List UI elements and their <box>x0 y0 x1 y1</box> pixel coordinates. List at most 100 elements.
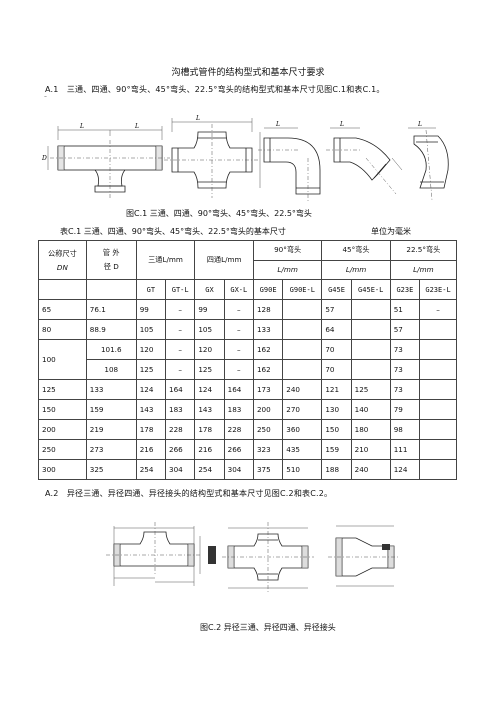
table-cell: 173 <box>252 379 284 400</box>
table-cell: 300 <box>38 459 87 480</box>
table-cell <box>419 339 457 360</box>
cross-label-l: L <box>195 115 200 122</box>
section-a2-paragraph: A.2 异径三通、异径四通、异径接头的结构型式和基本尺寸见图C.2和表C.2。 <box>45 488 332 499</box>
table-cell: 79 <box>389 399 421 420</box>
table-header-row-2: L/mm L/mm L/mm <box>39 259 458 280</box>
table-cell: 325 <box>85 459 137 480</box>
table-cell: 73 <box>389 359 421 380</box>
table-cell: 120 <box>135 339 167 360</box>
table-cell: 250 <box>38 439 87 460</box>
table-cell: 159 <box>85 399 137 420</box>
table-cell: 121 <box>321 379 352 400</box>
table-cell <box>419 439 457 460</box>
reducing-tee-drawing <box>106 522 216 586</box>
table-cell <box>350 339 391 360</box>
table-cell: 105 <box>194 319 225 340</box>
subheader-cell: G45E <box>321 279 352 300</box>
table-cell: – <box>165 359 196 380</box>
table-cell: 105 <box>135 319 167 340</box>
header-e90-line1: 90°弯头 <box>252 240 323 261</box>
table-cell: 164 <box>165 379 196 400</box>
table-c1-unit-note: 单位为毫米 <box>371 227 411 236</box>
table-c1-caption: 表C.1 三通、四通、90°弯头、45°弯头、22.5°弯头的基本尺寸 <box>60 227 286 236</box>
table-cell: 108 <box>85 359 137 380</box>
table-cell: 273 <box>85 439 137 460</box>
table-cell: 254 <box>135 459 167 480</box>
table-cell: 228 <box>223 419 254 440</box>
table-cell: 304 <box>223 459 254 480</box>
section-a2-text: 异径三通、异径四通、异径接头的结构型式和基本尺寸见图C.2和表C.2。 <box>66 489 333 498</box>
table-cell: 228 <box>165 419 196 440</box>
table-cell: 98 <box>389 419 421 440</box>
table-cell <box>282 319 323 340</box>
table-cell: 99 <box>194 299 225 320</box>
table-cell: 200 <box>252 399 284 420</box>
e225-label-l: L <box>417 121 422 128</box>
table-cell: 270 <box>282 399 323 420</box>
table-cell: 133 <box>252 319 284 340</box>
section-a1-number: A.1 <box>45 85 59 94</box>
table-cell: 140 <box>350 399 391 420</box>
tee-label-l2: L <box>134 123 139 130</box>
table-cell: 254 <box>194 459 225 480</box>
table-cell: 125 <box>135 359 167 380</box>
table-cell: 210 <box>350 439 391 460</box>
table-cell: 128 <box>252 299 284 320</box>
table-cell: 125 <box>194 359 225 380</box>
table-cell: 162 <box>252 339 284 360</box>
table-cell: 51 <box>389 299 421 320</box>
tee-label-l: L <box>79 123 84 130</box>
table-cell: 73 <box>389 379 421 400</box>
subheader-cell: G90E-L <box>282 279 323 300</box>
table-cell: 120 <box>194 339 225 360</box>
reducer-drawing <box>328 525 400 587</box>
section-a2-number: A.2 <box>45 489 59 498</box>
table-cell: 70 <box>321 359 352 380</box>
table-cell: 180 <box>350 419 391 440</box>
table-cell <box>350 319 391 340</box>
table-cell <box>419 419 457 440</box>
subheader-cell: G45E-L <box>350 279 391 300</box>
table-cell: 360 <box>282 419 323 440</box>
table-cell: 183 <box>223 399 254 420</box>
table-cell <box>350 359 391 380</box>
table-cell: 100 <box>38 339 87 380</box>
header-e225-line1: 22.5°弯头 <box>389 240 458 261</box>
table-cell: 143 <box>194 399 225 420</box>
table-cell: 375 <box>252 459 284 480</box>
table-cell: 65 <box>38 299 87 320</box>
subheader-cell: GX-L <box>223 279 254 300</box>
table-cell: 435 <box>282 439 323 460</box>
table-cell: 216 <box>135 439 167 460</box>
elbow-45-drawing: L <box>326 121 403 195</box>
table-cell: – <box>165 319 196 340</box>
document-title: 沟槽式管件的结构型式和基本尺寸要求 <box>171 68 325 78</box>
table-cell: 183 <box>165 399 196 420</box>
table-cell: 250 <box>252 419 284 440</box>
e90-label-l: L <box>275 121 280 128</box>
table-cell: – <box>223 359 254 380</box>
table-cell: 178 <box>135 419 167 440</box>
table-cell: 111 <box>389 439 421 460</box>
table-cell: 150 <box>38 399 87 420</box>
tee-drawing: L L D <box>41 123 170 200</box>
stray-mark: ˜ <box>44 96 47 103</box>
subheader-cell: GT-L <box>165 279 196 300</box>
table-cell: 216 <box>194 439 225 460</box>
table-cell: 130 <box>321 399 352 420</box>
table-cell: 162 <box>252 359 284 380</box>
header-dn: 公称尺寸 DN <box>38 240 87 280</box>
elbow-90-drawing: L <box>258 121 321 202</box>
table-cell: 200 <box>38 419 87 440</box>
header-e45-line1: 45°弯头 <box>321 240 391 261</box>
header-e90-line2: L/mm <box>252 259 323 280</box>
table-cell: 70 <box>321 339 352 360</box>
header-cross: 四通L/mm <box>194 240 254 280</box>
table-cell <box>419 399 457 420</box>
table-cell: 64 <box>321 319 352 340</box>
